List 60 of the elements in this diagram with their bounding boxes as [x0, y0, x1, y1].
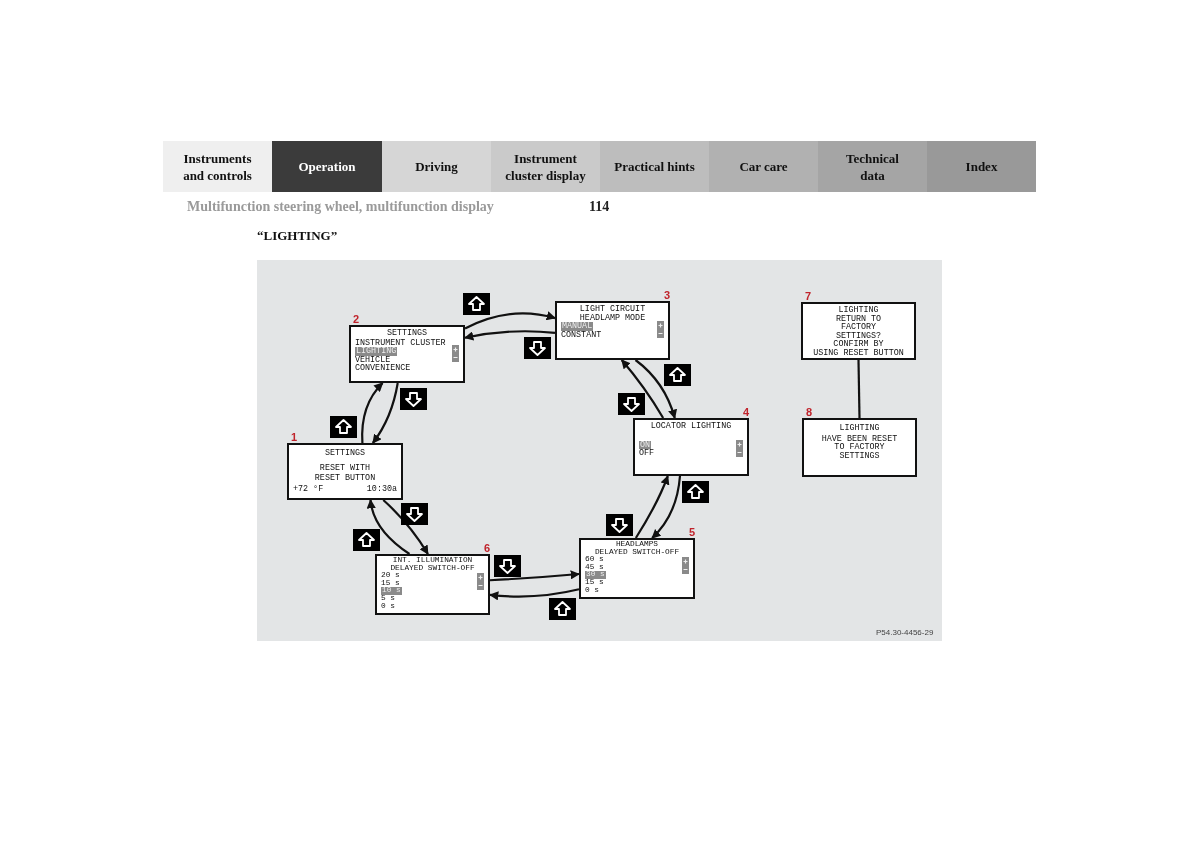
screen-heading: LIGHTING [839, 424, 880, 433]
step-number: 5 [688, 526, 695, 538]
arrow [489, 570, 580, 582]
display-text: RESET BUTTON [314, 474, 376, 483]
display-text: +72 °F [293, 484, 324, 494]
display-text: VEHICLE [355, 355, 391, 365]
display-text: HAVE BEEN RESET [821, 434, 898, 444]
step-number: 6 [483, 542, 490, 554]
arrow [620, 359, 665, 419]
selected-menu-item: MANUAL [561, 322, 594, 331]
arrow [464, 311, 556, 330]
nav-tab: Operation [272, 141, 382, 192]
arrow [651, 475, 682, 539]
nav-tab: Index [927, 141, 1036, 192]
page-number: 114 [589, 199, 610, 215]
nav-tab: Instrument cluster display [491, 141, 600, 192]
step-number: 2 [353, 313, 360, 325]
display-text: INSTRUMENT CLUSTER [355, 338, 446, 348]
nav-tab: Driving [382, 141, 491, 192]
selected-menu-item: LIGHTING [355, 347, 398, 356]
step-number: 3 [663, 289, 670, 301]
nav-tab: Technical data [818, 141, 927, 192]
display-text: CONSTANT [561, 330, 602, 340]
nav-tab: Instruments and controls [163, 141, 272, 192]
display-text: TO FACTORY [834, 443, 885, 452]
display-text: CONVENIENCE [355, 364, 411, 373]
nav-tab: Practical hints [600, 141, 709, 192]
display-text: SETTINGS? [835, 331, 882, 341]
arrow [371, 382, 399, 444]
step-number: 4 [742, 406, 749, 418]
arrow [382, 499, 429, 555]
display-text: RESET WITH [319, 463, 371, 473]
display-text: OFF [639, 449, 655, 458]
connector-line [857, 360, 861, 418]
screen-heading: LIGHTING [838, 306, 879, 315]
screen-heading: SETTINGS [324, 449, 366, 458]
step-number: 8 [806, 406, 813, 418]
arrow [634, 359, 677, 419]
step-number: 1 [291, 431, 298, 443]
arrow [361, 382, 384, 444]
screen-heading: SETTINGS [386, 329, 428, 338]
breadcrumb-text: Multifunction steering wheel, multifunction display [187, 199, 494, 215]
arrow [367, 499, 411, 555]
arrow [634, 475, 670, 539]
screen-heading: LIGHT CIRCUIT [579, 305, 646, 314]
display-text: 10:30a [366, 484, 397, 494]
arrow [464, 330, 556, 341]
nav-tab: Car care [709, 141, 818, 192]
display-text: SETTINGS [839, 451, 880, 461]
screen-heading: LOCATOR LIGHTING [650, 422, 732, 431]
arrow [489, 588, 580, 601]
step-number: 7 [805, 290, 812, 302]
display-text: CONFIRM BY [833, 340, 884, 349]
section-title: “LIGHTING” [257, 228, 338, 244]
display-text: FACTORY [840, 323, 877, 332]
display-text: USING RESET BUTTON [813, 348, 904, 358]
display-text: HEADLAMP MODE [579, 313, 646, 323]
selected-menu-item: ON [639, 440, 652, 450]
display-text: RETURN TO [835, 314, 882, 324]
figure-code: P54.30-4456-29 [876, 628, 934, 637]
